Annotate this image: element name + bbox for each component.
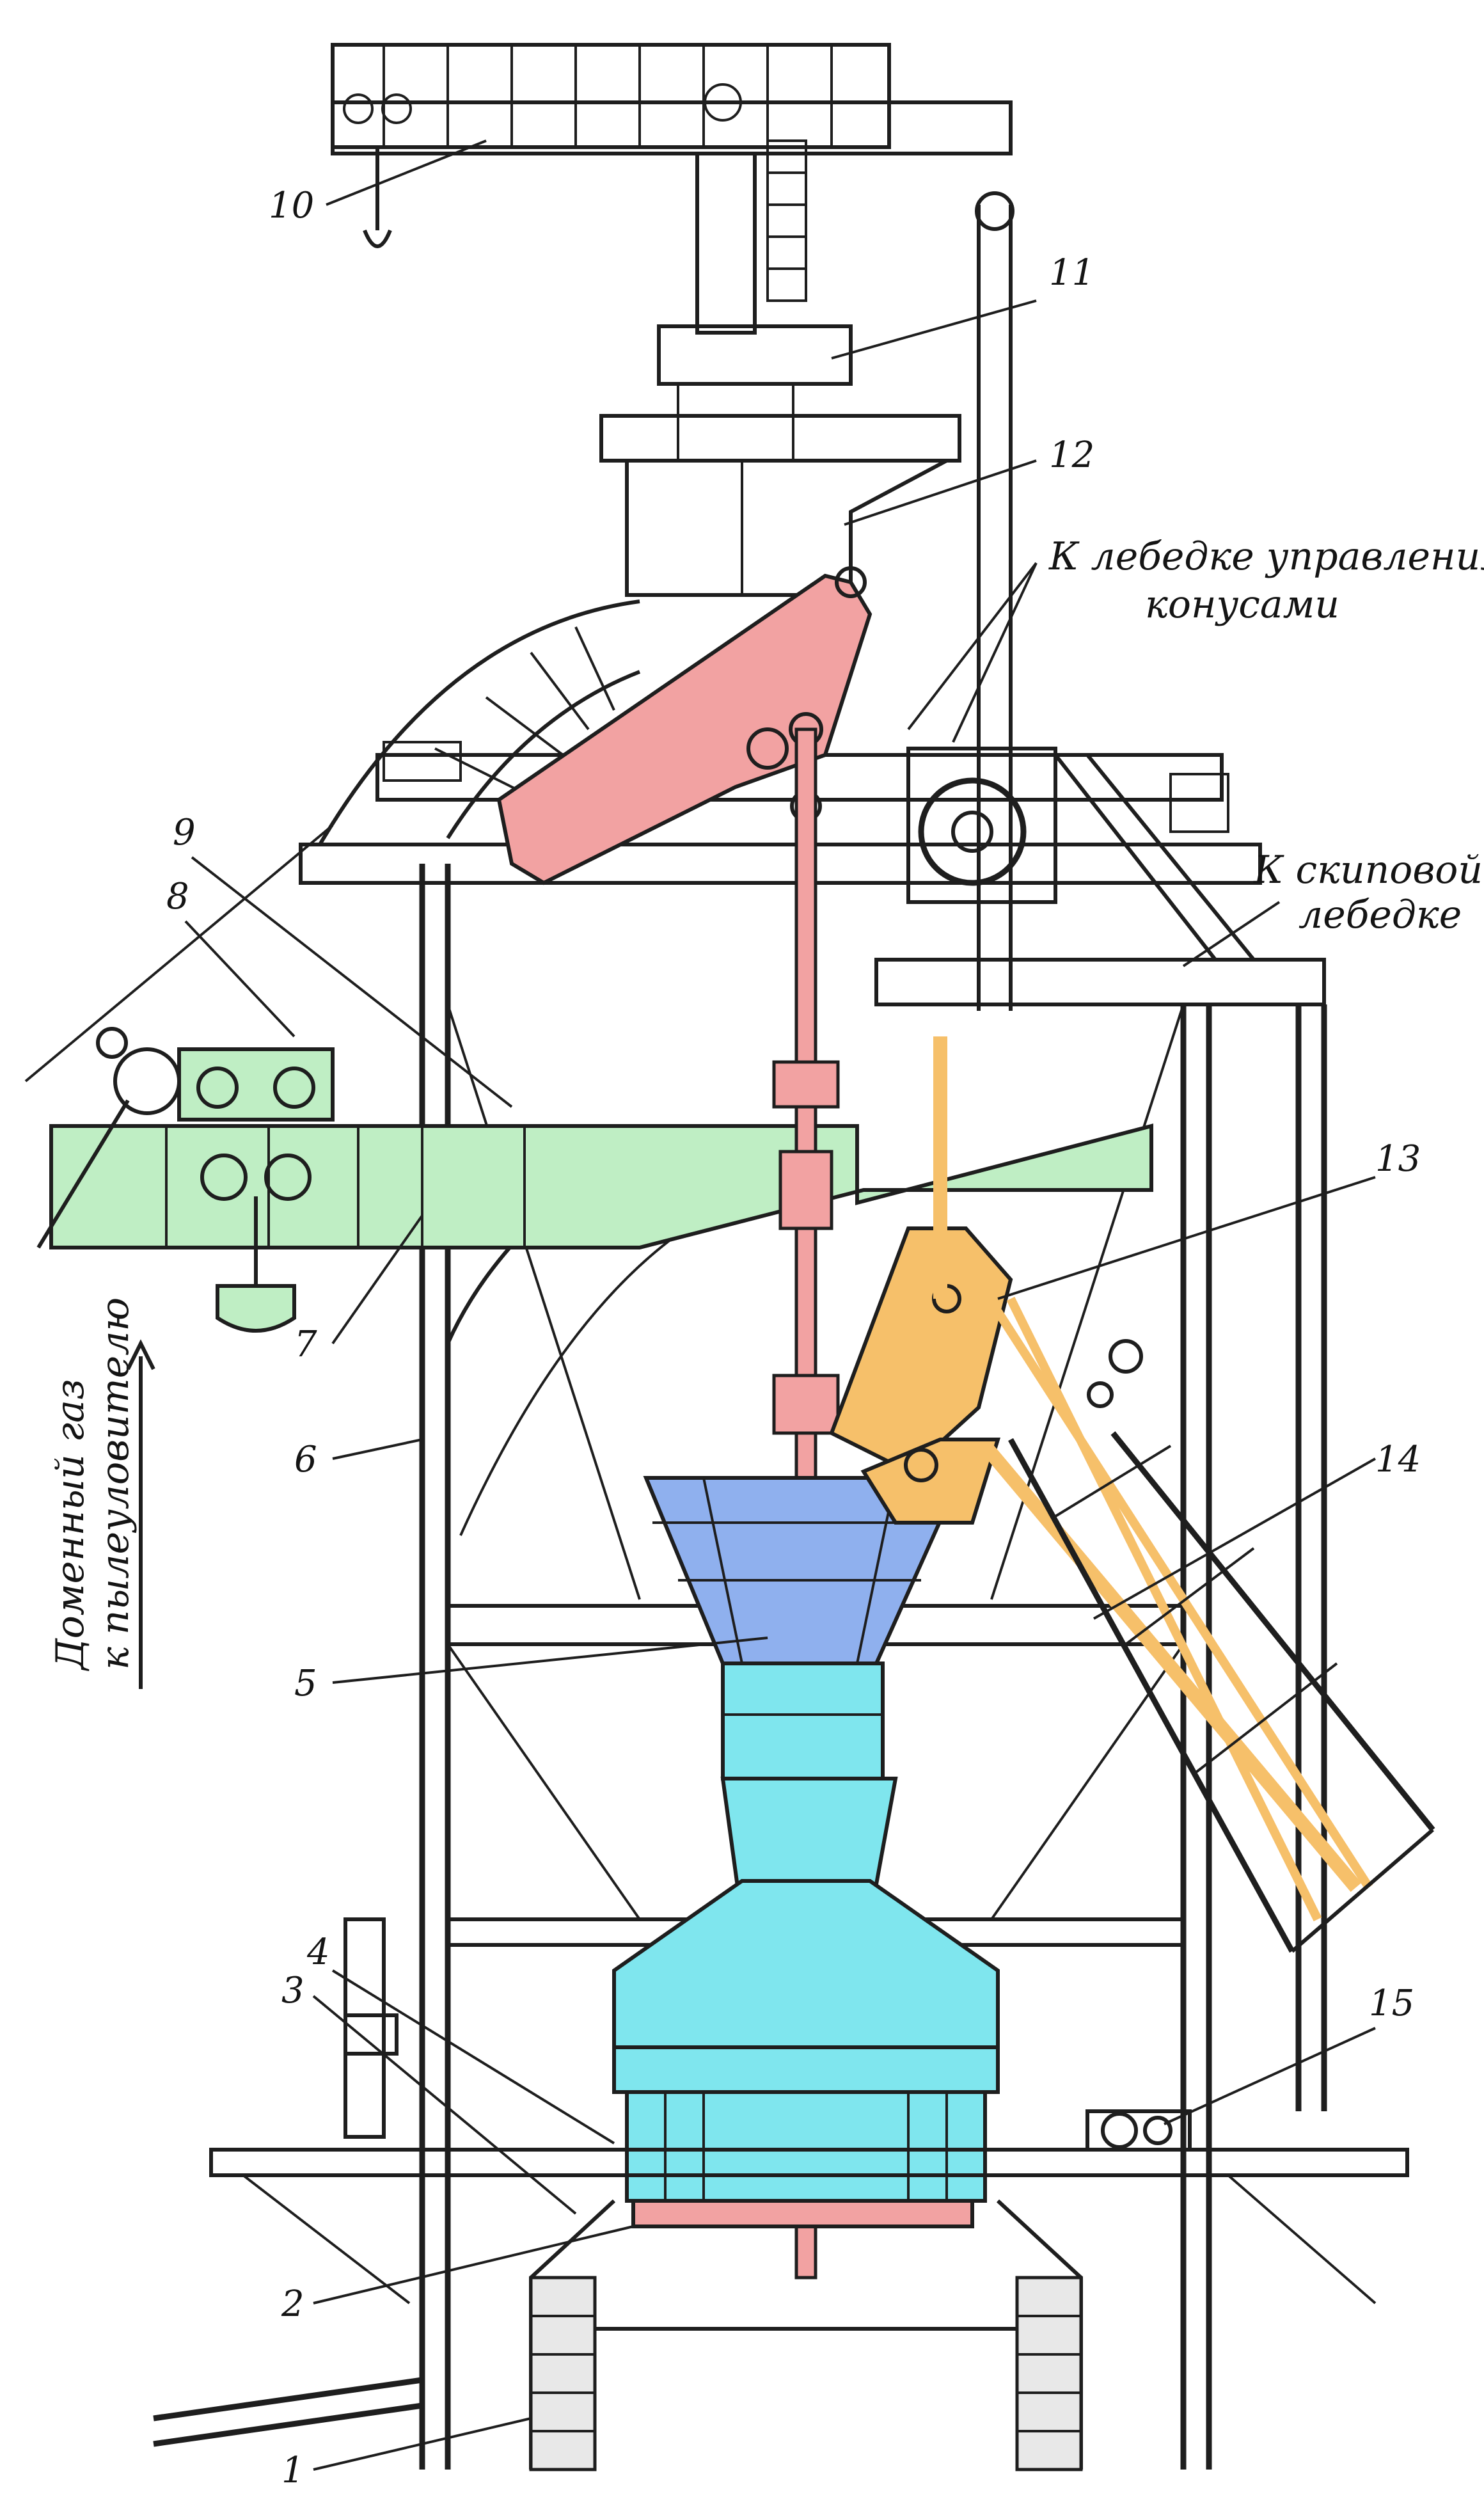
skip-chute	[860, 1438, 1001, 1525]
skip-incline	[1008, 1339, 1435, 1953]
top-crane	[331, 43, 1013, 335]
label-3: 3	[281, 1970, 304, 2011]
label-13: 13	[1375, 1138, 1421, 1180]
label-10: 10	[269, 185, 314, 226]
label-15: 15	[1369, 1983, 1414, 2024]
gas-annotation-line1: Доменный газ	[48, 1379, 93, 1672]
label-8: 8	[166, 876, 189, 917]
distributor-cyan	[612, 1661, 1000, 2203]
label-11: 11	[1049, 252, 1094, 294]
left-masonry	[529, 2276, 597, 2471]
label-7: 7	[294, 1324, 317, 1365]
skip-orange	[829, 1036, 1373, 1922]
hoist-trolley	[177, 1047, 335, 1122]
skip-winch-annotation-line2: лебедке	[1298, 892, 1462, 937]
skip-bucket	[829, 1226, 1013, 1474]
cone-winch-annotation-line1: К лебедке управления	[1048, 534, 1484, 579]
crane-hook	[216, 1284, 296, 1333]
gas-seal-ring	[612, 2045, 1000, 2094]
label-5: 5	[294, 1663, 317, 1704]
label-12: 12	[1049, 434, 1094, 476]
rotating-hopper	[721, 1661, 885, 1780]
label-4: 4	[306, 1931, 330, 1973]
label-2: 2	[281, 2283, 304, 2325]
right-masonry	[1015, 2276, 1083, 2471]
label-1: 1	[281, 2450, 304, 2491]
label-6: 6	[294, 1439, 317, 1480]
label-9: 9	[173, 812, 196, 853]
large-bell-hopper	[612, 1879, 1000, 2049]
balance-lever	[496, 573, 872, 885]
receiving-funnel-blue	[643, 1476, 963, 1665]
furnace-throat	[153, 1917, 1409, 2471]
gas-duct-green	[24, 824, 1153, 1333]
cone-winch-annotation-line2: конусами	[1145, 582, 1339, 627]
gas-annotation-line2: к пылеуловителю	[93, 1297, 138, 1670]
leaders	[184, 139, 1376, 2471]
label-14: 14	[1375, 1439, 1421, 1480]
gas-duct-body	[49, 1123, 1153, 1249]
skip-winch-annotation-line1: К скиповой	[1253, 848, 1483, 892]
